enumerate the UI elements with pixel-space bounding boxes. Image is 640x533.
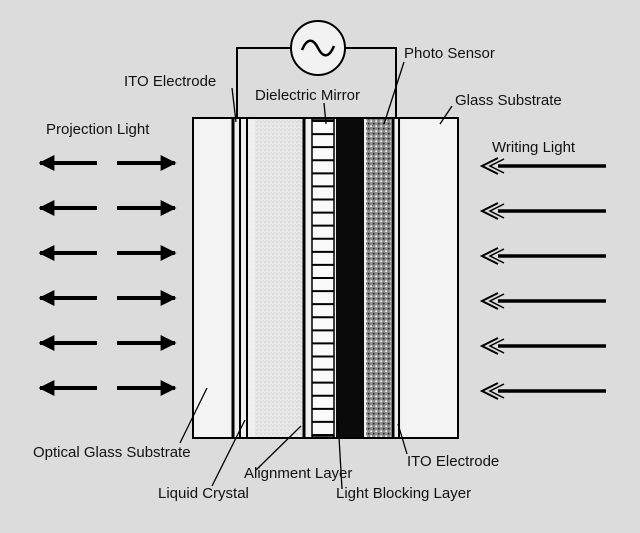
writing-light-arrows <box>479 157 606 400</box>
label-liquid-crystal: Liquid Crystal <box>158 485 249 502</box>
label-projection-light: Projection Light <box>46 121 150 138</box>
label-light-blocking-layer: Light Blocking Layer <box>336 485 471 502</box>
liquid-crystal-layer <box>255 119 302 437</box>
leader-ito-top <box>231 87 237 123</box>
leader-liquid-crystal <box>211 419 246 487</box>
label-alignment-layer: Alignment Layer <box>244 465 352 482</box>
leader-lines <box>179 61 453 490</box>
leader-optical-glass <box>179 387 208 444</box>
projection-light-arrows <box>38 155 177 396</box>
leader-ito-bottom <box>397 423 408 455</box>
ito-electrode-right-layer <box>391 118 400 438</box>
ito-electrode-left-layer <box>231 118 248 438</box>
label-dielectric-mirror: Dielectric Mirror <box>255 87 360 104</box>
ac-source-icon <box>290 20 346 76</box>
label-optical-glass-substrate: Optical Glass Substrate <box>33 444 191 461</box>
leader-glass-substrate <box>439 105 453 125</box>
writing-arrow <box>479 292 606 310</box>
writing-arrow <box>479 247 606 265</box>
leader-dielectric-mirror <box>323 102 327 125</box>
label-glass-substrate: Glass Substrate <box>455 92 562 109</box>
writing-arrow <box>479 157 606 175</box>
photo-sensor-layer <box>366 119 391 437</box>
leader-photo-sensor <box>383 61 405 125</box>
label-ito-electrode-bottom: ITO Electrode <box>407 453 499 470</box>
writing-arrow <box>479 337 606 355</box>
leader-alignment <box>255 425 302 471</box>
optical-glass-substrate-layer <box>194 119 231 437</box>
label-photo-sensor: Photo Sensor <box>404 45 495 62</box>
glass-substrate-layer <box>402 119 457 437</box>
label-ito-electrode-top: ITO Electrode <box>124 73 216 90</box>
writing-arrow <box>479 382 606 400</box>
light-blocking-layer <box>336 119 364 437</box>
ac-source-circuit <box>236 20 397 118</box>
dielectric-mirror-stripes <box>312 120 334 436</box>
writing-arrow <box>479 202 606 220</box>
label-writing-light: Writing Light <box>492 139 576 156</box>
leader-light-blocking <box>337 419 343 490</box>
